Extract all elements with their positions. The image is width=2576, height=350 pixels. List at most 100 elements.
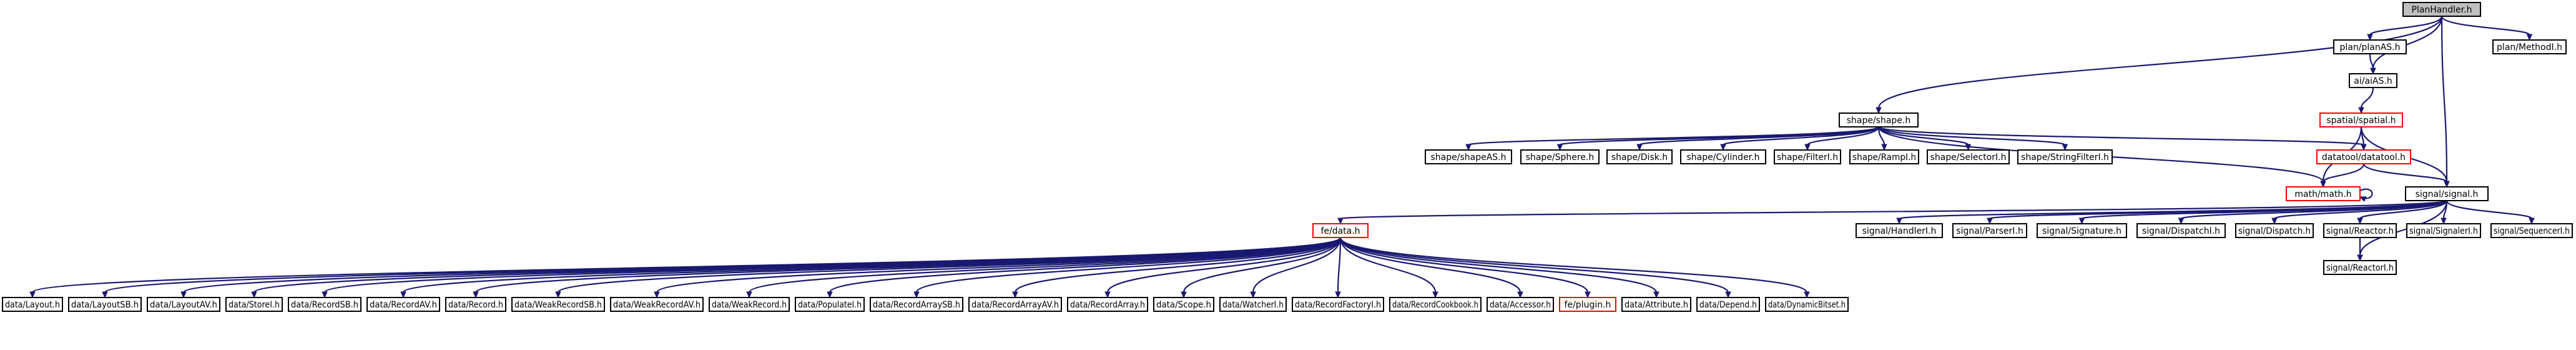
node-box: [2492, 39, 2567, 54]
node-weakRecordAV[interactable]: data/WeakRecordAV.h: [610, 297, 704, 312]
edge-root-to-methodI: [2441, 16, 2533, 41]
node-attribute[interactable]: data/Attribute.h: [1621, 297, 1691, 312]
node-dispatch[interactable]: signal/Dispatch.h: [2235, 223, 2314, 238]
edge-fedata-to-weakRecordSB: [555, 237, 1342, 299]
node-sequencerI[interactable]: signal/SequencerI.h: [2490, 223, 2573, 238]
node-label: signal/HandlerI.h: [1862, 226, 1937, 236]
node-recordArray[interactable]: data/RecordArray.h: [1067, 297, 1148, 312]
node-plugin[interactable]: fe/plugin.h: [1559, 297, 1616, 312]
node-box: [709, 297, 790, 312]
node-shapeAS[interactable]: shape/shapeAS.h: [1425, 149, 1512, 164]
node-box: [1774, 149, 1841, 164]
node-scope[interactable]: data/Scope.h: [1153, 297, 1214, 312]
node-box: [870, 297, 963, 312]
node-datatool[interactable]: datatool/datatool.h: [2316, 149, 2411, 164]
node-rampI[interactable]: shape/RampI.h: [1849, 149, 1919, 164]
node-label: plan/planAS.h: [2340, 42, 2401, 52]
edge-fedata-to-weakRecordAV: [654, 237, 1342, 299]
node-box: [225, 297, 283, 312]
node-depend[interactable]: data/Depend.h: [1696, 297, 1760, 312]
node-weakRecord[interactable]: data/WeakRecord.h: [709, 297, 790, 312]
node-label: data/RecordSB.h: [291, 300, 358, 310]
node-signalerI[interactable]: signal/SignalerI.h: [2406, 223, 2481, 238]
edge-shape-to-cylinder: [1720, 126, 1880, 151]
node-populateI[interactable]: data/PopulateI.h: [795, 297, 865, 312]
node-label: data/RecordArray.h: [1070, 300, 1145, 310]
node-stringFilterI[interactable]: shape/StringFilterI.h: [2017, 149, 2113, 164]
node-label: data/Depend.h: [1699, 300, 1757, 310]
node-handlerI[interactable]: signal/HandlerI.h: [1856, 223, 1943, 238]
node-selectorI[interactable]: shape/SelectorI.h: [1927, 149, 2010, 164]
node-box: [1952, 223, 2027, 238]
node-box: [795, 297, 865, 312]
node-recordFactoryI[interactable]: data/RecordFactoryI.h: [1292, 297, 1384, 312]
edge-fedata-to-plugin: [1339, 237, 1591, 299]
edge-fedata-to-accessor: [1339, 237, 1523, 299]
node-shape[interactable]: shape/shape.h: [1839, 112, 1919, 128]
node-accessor[interactable]: data/Accessor.h: [1487, 297, 1554, 312]
node-signal[interactable]: signal/signal.h: [2405, 186, 2489, 201]
node-spatial[interactable]: spatial/spatial.h: [2319, 112, 2403, 128]
node-recordArrayAV[interactable]: data/RecordArrayAV.h: [968, 297, 1062, 312]
node-aiAS[interactable]: ai/aiAS.h: [2349, 73, 2397, 88]
edges-layer: [29, 16, 2535, 299]
node-fedata[interactable]: fe/data.h: [1312, 223, 1369, 238]
node-box: [1520, 149, 1600, 164]
node-box: [2406, 223, 2481, 238]
node-filterI[interactable]: shape/FilterI.h: [1774, 149, 1841, 164]
nodes-layer: PlanHandler.h plan/planAS.h plan/MethodI.h…: [2, 2, 2573, 312]
node-record[interactable]: data/Record.h: [445, 297, 506, 312]
node-cylinder[interactable]: shape/Cylinder.h: [1680, 149, 1766, 164]
node-label: signal/SignalerI.h: [2409, 226, 2478, 236]
node-layoutSB[interactable]: data/LayoutSB.h: [68, 297, 142, 312]
edge-root-to-signal: [2441, 16, 2450, 188]
node-box: [366, 297, 440, 312]
node-recordArraySB[interactable]: data/RecordArraySB.h: [870, 297, 963, 312]
edge-fedata-to-populateI: [827, 237, 1342, 299]
node-storeI[interactable]: data/StoreI.h: [225, 297, 283, 312]
node-signature[interactable]: signal/Signature.h: [2037, 223, 2127, 238]
node-label: signal/DispatchI.h: [2142, 226, 2220, 236]
node-label: fe/data.h: [1320, 226, 1360, 236]
node-box: [1219, 297, 1287, 312]
node-box: [1680, 149, 1766, 164]
edge-fedata-to-scope: [1181, 237, 1342, 299]
node-sphere[interactable]: shape/Sphere.h: [1520, 149, 1600, 164]
node-math[interactable]: math/math.h: [2286, 186, 2361, 201]
node-dispatchI[interactable]: signal/DispatchI.h: [2136, 223, 2226, 238]
node-label: data/PopulateI.h: [798, 300, 862, 310]
edge-fedata-to-recordArraySB: [913, 237, 1342, 299]
node-weakRecordSB[interactable]: data/WeakRecordSB.h: [511, 297, 605, 312]
node-label: data/WeakRecordAV.h: [613, 300, 701, 310]
node-reactor[interactable]: signal/Reactor.h: [2323, 223, 2397, 238]
node-box: [2316, 149, 2411, 164]
node-layout[interactable]: data/Layout.h: [2, 297, 63, 312]
node-label: PlanHandler.h: [2412, 5, 2472, 15]
node-recordCookbook[interactable]: data/RecordCookbook.h: [1389, 297, 1482, 312]
node-box: [1856, 223, 1943, 238]
node-planAS[interactable]: plan/planAS.h: [2333, 39, 2407, 54]
node-label: signal/signal.h: [2416, 189, 2479, 199]
node-box: [2490, 223, 2573, 238]
node-box: [2405, 186, 2489, 201]
node-recordSB[interactable]: data/RecordSB.h: [288, 297, 361, 312]
node-dynamicBitset[interactable]: data/DynamicBitset.h: [1765, 297, 1849, 312]
node-watcherI[interactable]: data/WatcherI.h: [1219, 297, 1287, 312]
node-reactorI[interactable]: signal/ReactorI.h: [2323, 260, 2397, 275]
node-box: [1559, 297, 1616, 312]
edge-planAS-to-aiAS: [2369, 53, 2376, 75]
node-label: data/Layout.h: [5, 300, 60, 310]
edge-signal-to-signature: [2078, 199, 2448, 225]
node-parserI[interactable]: signal/ParserI.h: [1952, 223, 2027, 238]
node-recordAV[interactable]: data/RecordAV.h: [366, 297, 440, 312]
node-methodI[interactable]: plan/MethodI.h: [2492, 39, 2567, 54]
node-label: data/RecordFactoryI.h: [1295, 300, 1381, 310]
edge-signal-to-reactor: [2357, 200, 2448, 225]
node-label: shape/Sphere.h: [1526, 152, 1595, 162]
node-label: data/Attribute.h: [1625, 300, 1688, 310]
node-box: [2037, 223, 2127, 238]
node-disk[interactable]: shape/Disk.h: [1606, 149, 1673, 164]
node-layoutAV[interactable]: data/LayoutAV.h: [147, 297, 220, 312]
edge-fedata-to-weakRecord: [746, 237, 1342, 299]
